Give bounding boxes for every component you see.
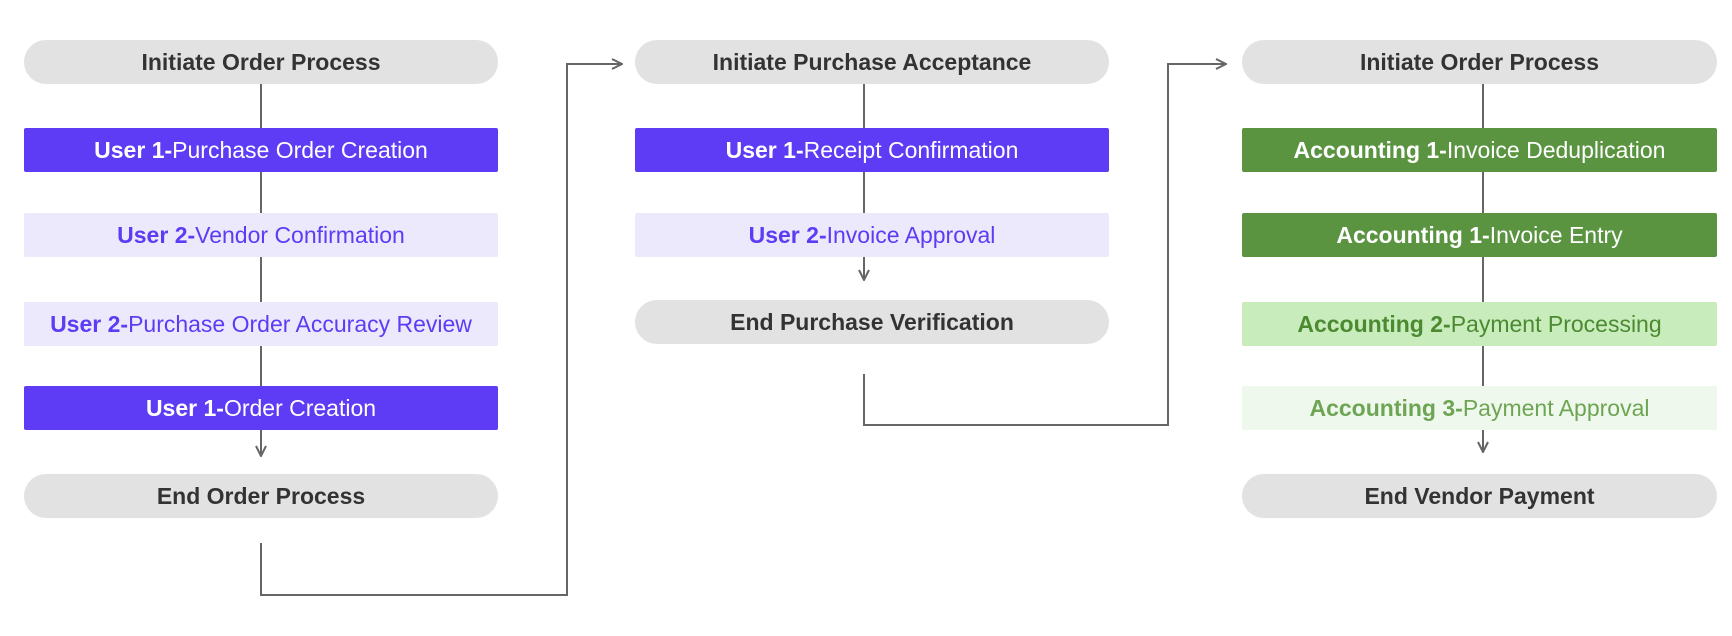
col3-step-3: Accounting 2 - Payment Processing [1242,302,1717,346]
col2-step-1: User 1 - Receipt Confirmation [635,128,1109,172]
step-actor: User 2 [748,221,819,248]
step-action: Invoice Approval [826,221,996,248]
col3-start-label: Initiate Order Process [1359,48,1600,75]
step-separator: - [1439,136,1447,163]
step-actor: User 2 [117,221,188,248]
col1-step-4: User 1 - Order Creation [24,386,498,430]
step-separator: - [216,394,224,421]
step-separator: - [1443,310,1451,337]
col1-end-label: End Order Process [156,482,366,509]
col3-end-node: End Vendor Payment [1242,474,1717,518]
step-separator: - [1482,221,1490,248]
col2-step-2: User 2 - Invoice Approval [635,213,1109,257]
col3-step-1: Accounting 1 - Invoice Deduplication [1242,128,1717,172]
step-actor: User 1 [145,394,217,421]
step-actor: User 1 [94,136,165,163]
col3-step-4: Accounting 3 - Payment Approval [1242,386,1717,430]
col1-step-2: User 2 - Vendor Confirmation [24,213,498,257]
step-action: Invoice Entry [1489,221,1623,248]
step-action: Purchase Order Creation [172,136,428,163]
step-separator: - [795,136,804,163]
step-actor: Accounting 3 [1309,394,1456,421]
col3-end-label: End Vendor Payment [1364,482,1595,509]
col1-end-node: End Order Process [24,474,498,518]
step-separator: - [187,221,196,248]
step-actor: User 2 [50,310,121,337]
step-separator: - [818,221,827,248]
col2-end-node: End Purchase Verification [635,300,1109,344]
col2-start-node: Initiate Purchase Acceptance [635,40,1109,84]
step-action: Order Creation [223,394,377,421]
step-separator: - [1455,394,1463,421]
step-action: Payment Processing [1450,310,1662,337]
step-action: Invoice Deduplication [1446,136,1666,163]
col2-end-label: End Purchase Verification [730,308,1014,335]
step-separator: - [120,310,129,337]
col2-start-label: Initiate Purchase Acceptance [712,48,1032,75]
col1-step-3: User 2 - Purchase Order Accuracy Review [24,302,498,346]
step-action: Purchase Order Accuracy Review [128,310,472,337]
step-separator: - [164,136,173,163]
step-actor: Accounting 1 [1336,221,1483,248]
step-actor: Accounting 2 [1297,310,1444,337]
step-action: Receipt Confirmation [803,136,1019,163]
step-action: Vendor Confirmation [195,221,405,248]
connector-col2-to-col3 [863,64,1226,426]
col3-start-node: Initiate Order Process [1242,40,1717,84]
step-actor: Accounting 1 [1293,136,1440,163]
col1-step-1: User 1 - Purchase Order Creation [24,128,498,172]
col3-step-2: Accounting 1 - Invoice Entry [1242,213,1717,257]
col1-start-label: Initiate Order Process [141,48,381,75]
col1-start-node: Initiate Order Process [24,40,498,84]
step-action: Payment Approval [1462,394,1650,421]
connector-col1-to-col2 [260,64,622,596]
step-actor: User 1 [725,136,796,163]
